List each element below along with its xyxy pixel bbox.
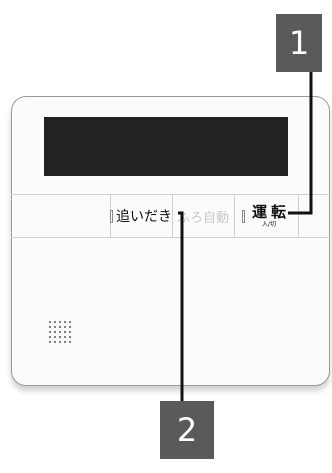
callout-2: 2 — [160, 401, 214, 459]
button-divider — [298, 194, 299, 238]
oidaki-label: 追いだき — [116, 209, 172, 225]
button-marker-icon — [241, 209, 245, 223]
oidaki-button[interactable]: 追いだき — [110, 194, 172, 238]
lcd-display — [44, 117, 288, 176]
unten-button[interactable]: 運転 入/切 — [234, 194, 298, 238]
button-divider — [234, 194, 235, 238]
unten-sublabel: 入/切 — [261, 220, 276, 228]
callout-1-number: 1 — [288, 24, 310, 62]
speaker-grille-icon — [49, 321, 73, 345]
unten-label-group: 運転 入/切 — [248, 202, 290, 228]
callout-2-number: 2 — [176, 411, 198, 449]
button-marker-icon — [110, 209, 113, 223]
callout-1: 1 — [276, 14, 322, 72]
button-divider — [172, 194, 173, 238]
unten-label: 運転 — [251, 202, 290, 221]
furo-jidou-label: ふろ自動 — [176, 210, 229, 226]
button-row — [11, 194, 330, 238]
furo-jidou-button[interactable]: ふろ自動 — [172, 194, 234, 238]
